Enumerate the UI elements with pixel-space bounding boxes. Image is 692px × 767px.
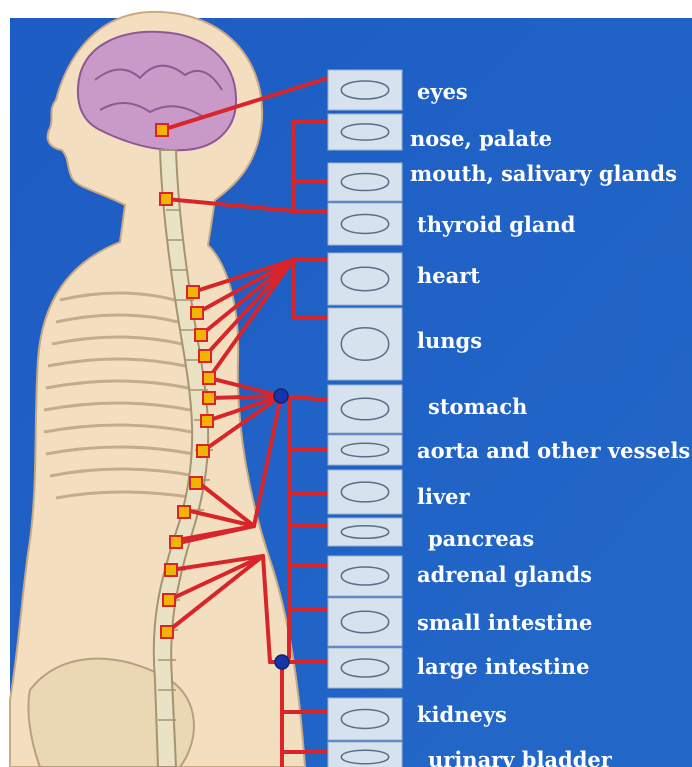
mouth-salivary-glands-icon xyxy=(328,163,402,201)
spinal-node xyxy=(190,477,202,489)
kidneys-icon xyxy=(328,698,402,740)
spinal-node xyxy=(201,415,213,427)
spinal-node xyxy=(197,445,209,457)
nose-palate-icon xyxy=(328,114,402,150)
spinal-node xyxy=(163,594,175,606)
organ-label: small intestine xyxy=(417,610,592,635)
spinal-node xyxy=(195,329,207,341)
spinal-node xyxy=(187,286,199,298)
organ-label: pancreas xyxy=(428,526,534,551)
ganglion-lower xyxy=(275,655,289,669)
aorta-vessels-icon xyxy=(328,435,402,465)
spinal-node xyxy=(199,350,211,362)
spinal-node xyxy=(165,564,177,576)
organ-label: liver xyxy=(417,484,471,509)
ganglion-upper xyxy=(274,389,288,403)
spinal-node xyxy=(160,193,172,205)
organ-label: heart xyxy=(417,263,480,288)
spinal-node xyxy=(191,307,203,319)
organ-label: thyroid gland xyxy=(417,212,576,237)
stomach-icon xyxy=(328,385,402,433)
organ-label: mouth, salivary glands xyxy=(410,161,677,186)
organ-label: adrenal glands xyxy=(417,562,592,587)
pancreas-icon xyxy=(328,518,402,546)
eye-icon xyxy=(328,70,402,110)
organ-label: urinary bladder xyxy=(428,747,613,767)
organ-row: aorta and other vessels xyxy=(328,435,690,465)
organ-label: nose, palate xyxy=(410,126,552,151)
organ-label: eyes xyxy=(417,79,468,104)
spinal-node xyxy=(156,124,168,136)
organ-label: stomach xyxy=(428,394,527,419)
small-intestine-icon xyxy=(328,598,402,646)
spinal-node xyxy=(178,506,190,518)
liver-icon xyxy=(328,470,402,514)
heart-icon xyxy=(328,253,402,305)
spinal-node xyxy=(170,536,182,548)
spinal-node xyxy=(203,372,215,384)
organ-label: kidneys xyxy=(417,702,507,727)
thyroid-gland-icon xyxy=(328,203,402,245)
adrenal-glands-icon xyxy=(328,556,402,596)
lungs-icon xyxy=(328,308,402,380)
spinal-node xyxy=(161,626,173,638)
organ-label: aorta and other vessels xyxy=(417,438,690,463)
organ-label: large intestine xyxy=(417,654,589,679)
large-intestine-icon xyxy=(328,648,402,688)
spinal-node xyxy=(203,392,215,404)
organ-label: lungs xyxy=(417,328,482,353)
